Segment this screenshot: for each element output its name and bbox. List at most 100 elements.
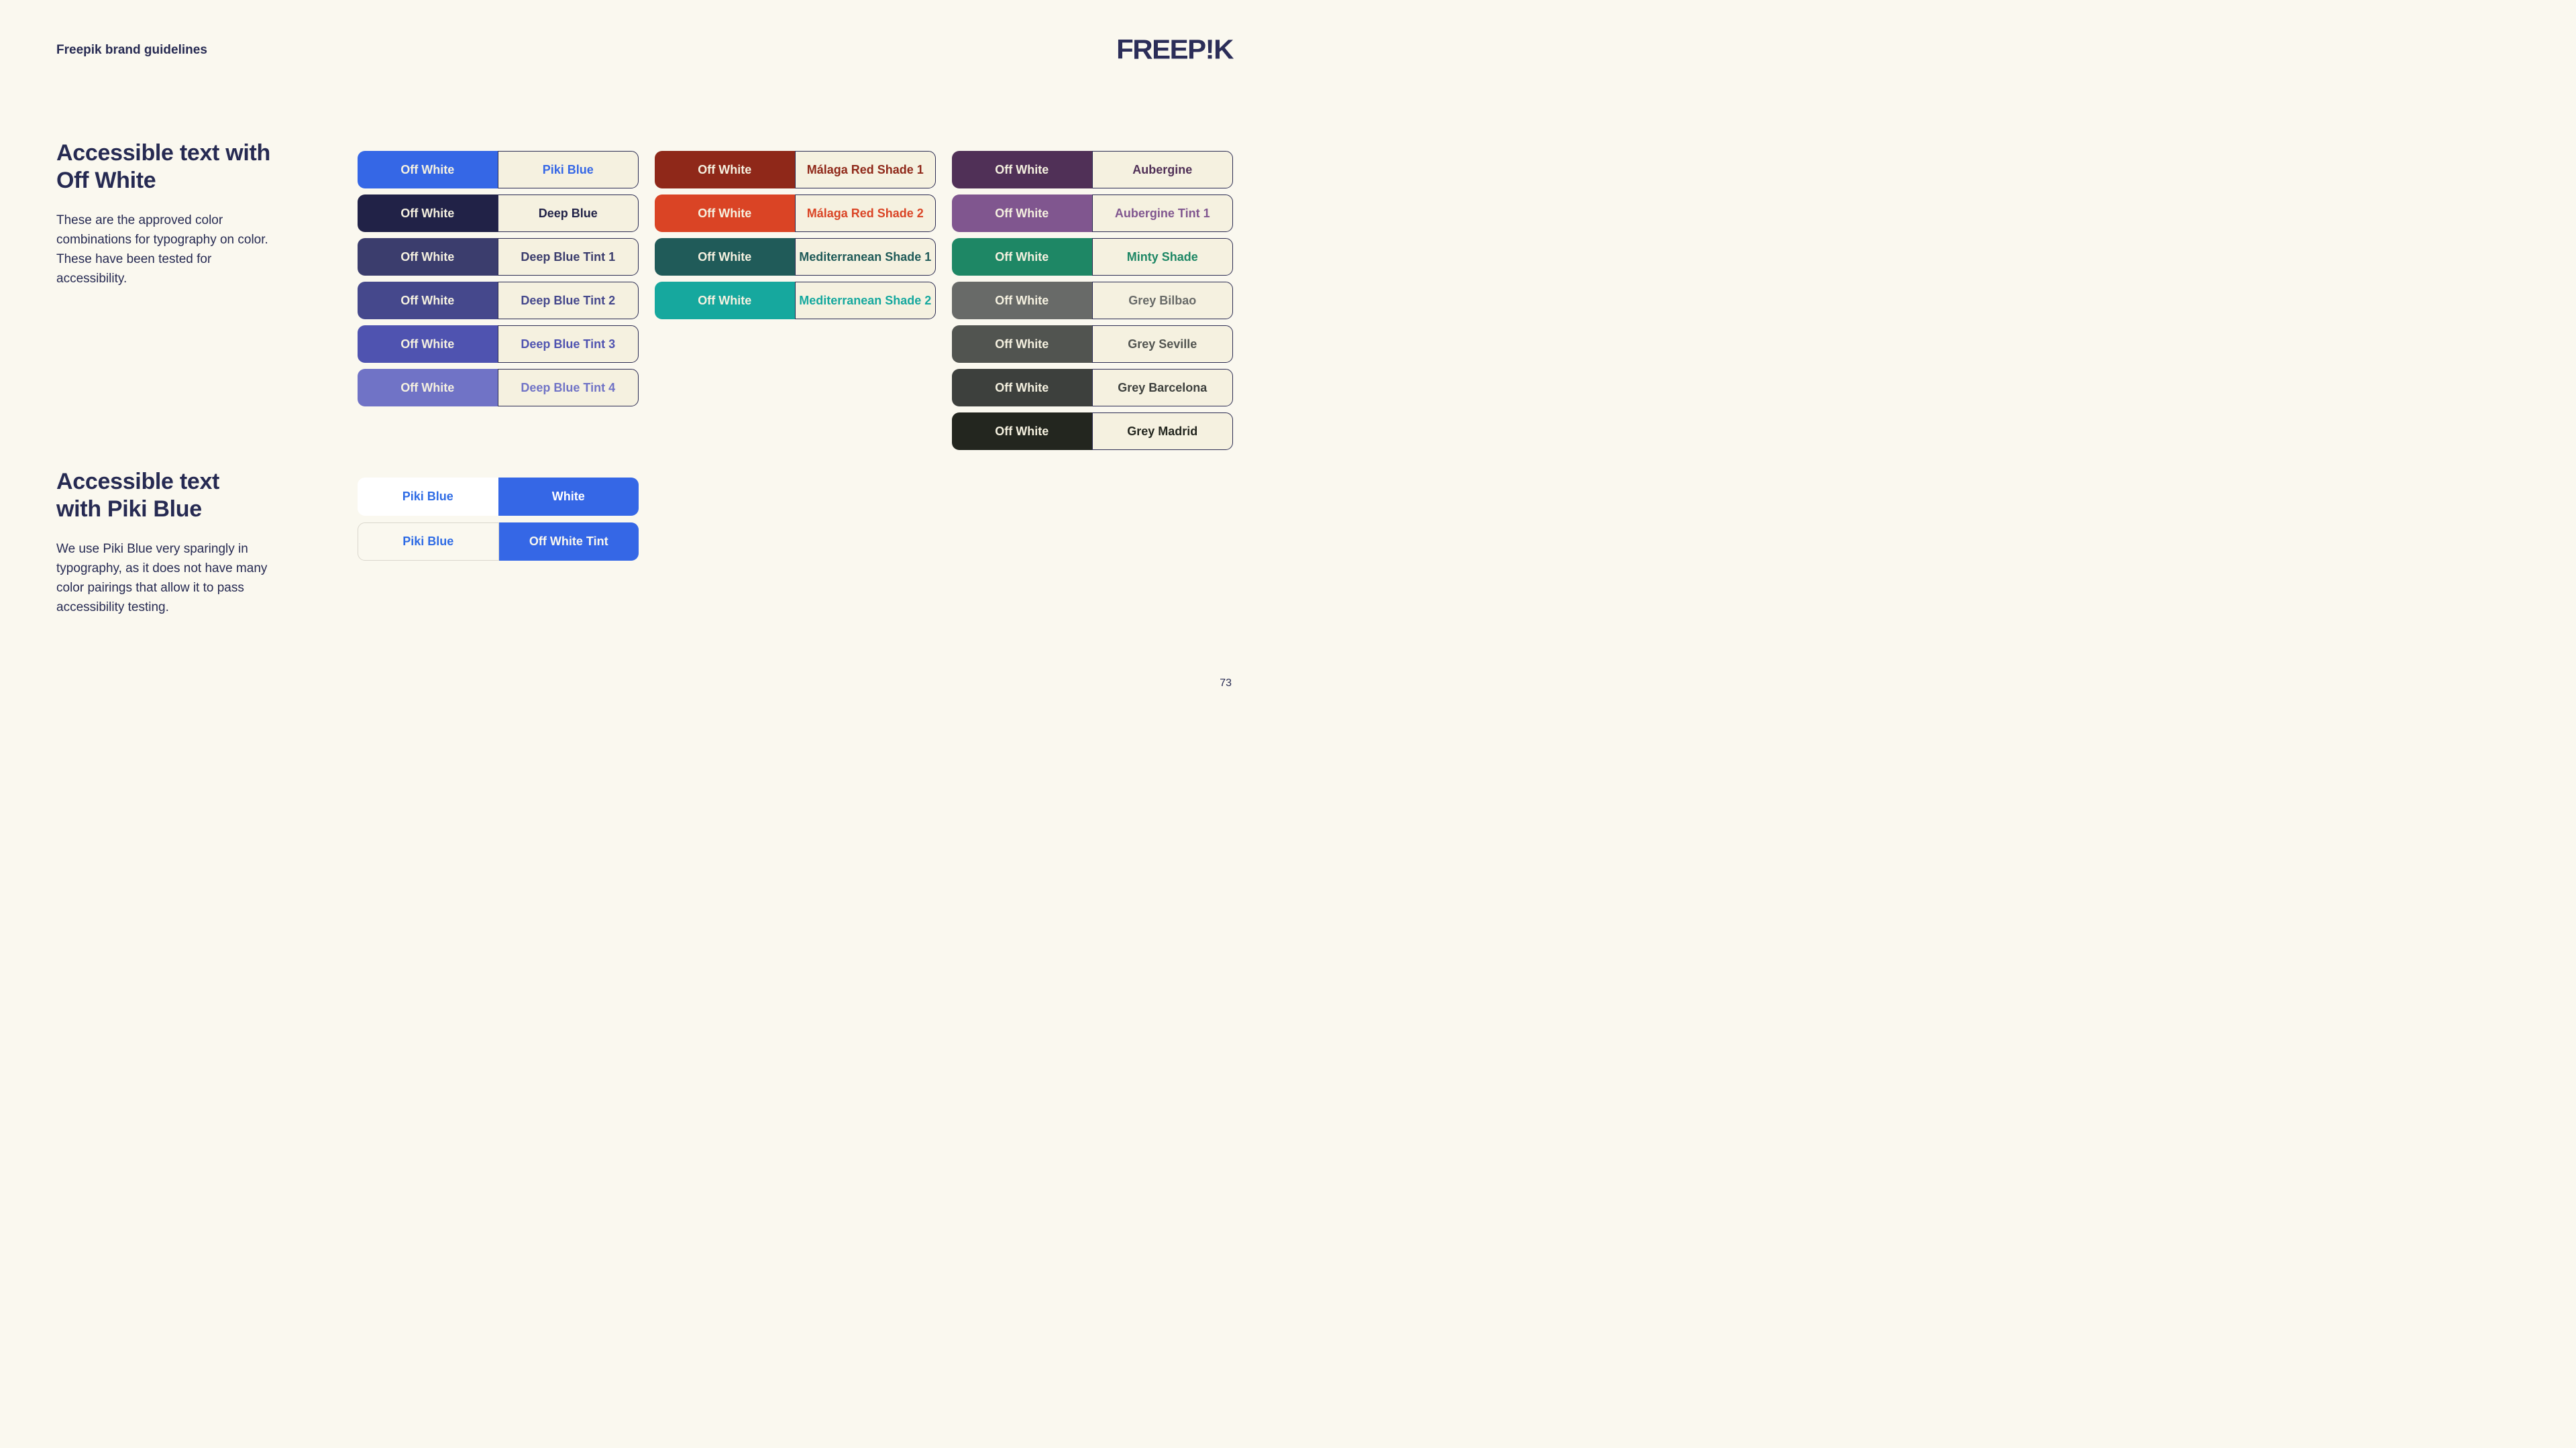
swatch-label: Off White (995, 162, 1049, 176)
section-off-white-text: Accessible text with Off White These are… (56, 140, 308, 288)
swatch-label: Aubergine Tint 1 (1114, 206, 1210, 220)
swatch-right-deep-blue: Deep Blue (497, 194, 639, 232)
swatch-label: Grey Bilbao (1128, 293, 1197, 307)
swatch-row-deep-blue-tint-1: Off White Deep Blue Tint 1 (358, 238, 639, 276)
swatch-left-deep-blue: Off White (358, 194, 498, 232)
swatch-label: Piki Blue (402, 490, 453, 503)
swatch-label: Off White (400, 249, 455, 264)
swatch-label: Off White (400, 206, 455, 220)
swatch-label: Off White (995, 380, 1049, 394)
swatch-left-mediterranean-shade-1: Off White (655, 238, 795, 276)
swatch-row-grey-seville: Off White Grey Seville (952, 325, 1233, 363)
swatch-label: Off White (400, 293, 455, 307)
swatch-label: Off White (995, 249, 1049, 264)
swatch-left-piki-blue: Off White (358, 151, 498, 188)
swatch-label: Off White (995, 206, 1049, 220)
swatch-label: Off White (400, 337, 455, 351)
swatch-row-piki-on-off-white-tint: Piki Blue Off White Tint (358, 522, 639, 561)
swatch-left-deep-blue-tint-1: Off White (358, 238, 498, 276)
swatch-right-grey-barcelona: Grey Barcelona (1091, 369, 1233, 406)
document-title: Freepik brand guidelines (56, 43, 207, 57)
swatch-label: Deep Blue Tint 2 (521, 293, 616, 307)
swatch-right-grey-seville: Grey Seville (1091, 325, 1233, 363)
swatch-row-deep-blue-tint-3: Off White Deep Blue Tint 3 (358, 325, 639, 363)
swatch-right-minty-shade: Minty Shade (1091, 238, 1233, 276)
swatch-row-mediterranean-shade-1: Off White Mediterranean Shade 1 (655, 238, 936, 276)
swatch-label: Off White (400, 380, 455, 394)
swatch-right-mediterranean-shade-1: Mediterranean Shade 1 (794, 238, 936, 276)
swatch-row-grey-madrid: Off White Grey Madrid (952, 412, 1233, 450)
swatch-row-grey-bilbao: Off White Grey Bilbao (952, 282, 1233, 319)
swatch-label: Mediterranean Shade 1 (799, 249, 932, 264)
swatch-row-aubergine: Off White Aubergine (952, 151, 1233, 188)
swatch-row-piki-blue: Off White Piki Blue (358, 151, 639, 188)
swatch-right-mediterranean-shade-2: Mediterranean Shade 2 (794, 282, 936, 319)
swatch-left-aubergine-tint-1: Off White (952, 194, 1092, 232)
swatch-label: Deep Blue Tint 3 (521, 337, 616, 351)
section-off-white-heading: Accessible text with Off White (56, 140, 271, 193)
swatch-label: White (551, 490, 585, 503)
swatch-right-aubergine: Aubergine (1091, 151, 1233, 188)
swatch-right-deep-blue-tint-2: Deep Blue Tint 2 (497, 282, 639, 319)
swatch-row-mediterranean-shade-2: Off White Mediterranean Shade 2 (655, 282, 936, 319)
swatch-left-malaga-red-shade-2: Off White (655, 194, 795, 232)
section-piki-blue-text: Accessible text with Piki Blue We use Pi… (56, 468, 308, 617)
swatch-label: Minty Shade (1126, 249, 1198, 264)
swatch-left-malaga-red-shade-1: Off White (655, 151, 795, 188)
swatch-label: Off White (995, 293, 1049, 307)
swatch-label: Deep Blue Tint 1 (521, 249, 616, 264)
swatch-label: Piki Blue (542, 162, 594, 176)
swatch-label: Grey Barcelona (1118, 380, 1208, 394)
swatch-label: Aubergine (1132, 162, 1193, 176)
swatch-label: Off White (698, 206, 752, 220)
swatch-left-piki-on-off-white-tint: Piki Blue (358, 522, 499, 561)
swatch-right-malaga-red-shade-1: Málaga Red Shade 1 (794, 151, 936, 188)
swatch-label: Off White (400, 162, 455, 176)
swatch-right-grey-madrid: Grey Madrid (1091, 412, 1233, 450)
freepik-logo: FREEP!K (1116, 34, 1234, 65)
swatch-label: Off White (698, 162, 752, 176)
section-piki-blue-description: We use Piki Blue very sparingly in typog… (56, 542, 268, 614)
swatch-left-deep-blue-tint-4: Off White (358, 369, 498, 406)
page-number: 73 (1220, 677, 1232, 689)
swatch-right-deep-blue-tint-4: Deep Blue Tint 4 (497, 369, 639, 406)
swatch-label: Off White (698, 249, 752, 264)
swatch-right-malaga-red-shade-2: Málaga Red Shade 2 (794, 194, 936, 232)
swatch-left-grey-barcelona: Off White (952, 369, 1092, 406)
swatch-row-deep-blue: Off White Deep Blue (358, 194, 639, 232)
section-piki-blue-heading: Accessible text with Piki Blue (56, 469, 220, 522)
swatch-label: Off White (995, 337, 1049, 351)
swatch-label: Málaga Red Shade 2 (806, 206, 924, 220)
swatch-right-deep-blue-tint-3: Deep Blue Tint 3 (497, 325, 639, 363)
swatch-row-grey-barcelona: Off White Grey Barcelona (952, 369, 1233, 406)
swatch-right-piki-on-white: White (498, 478, 639, 516)
swatch-label: Málaga Red Shade 1 (806, 162, 924, 176)
swatch-right-piki-blue: Piki Blue (497, 151, 639, 188)
swatch-left-piki-on-white: Piki Blue (358, 478, 498, 516)
swatch-label: Piki Blue (402, 535, 454, 548)
swatch-left-mediterranean-shade-2: Off White (655, 282, 795, 319)
swatch-label: Off White (995, 424, 1049, 438)
swatch-right-deep-blue-tint-1: Deep Blue Tint 1 (497, 238, 639, 276)
swatch-label: Off White (698, 293, 752, 307)
swatch-label: Deep Blue Tint 4 (521, 380, 616, 394)
swatch-left-deep-blue-tint-3: Off White (358, 325, 498, 363)
swatch-label: Grey Seville (1128, 337, 1197, 351)
swatch-row-minty-shade: Off White Minty Shade (952, 238, 1233, 276)
swatch-row-piki-on-white: Piki Blue White (358, 478, 639, 516)
swatch-row-malaga-red-shade-2: Off White Málaga Red Shade 2 (655, 194, 936, 232)
swatch-left-grey-seville: Off White (952, 325, 1092, 363)
brand-guidelines-page: Freepik brand guidelines FREEP!K Accessi… (0, 0, 1288, 724)
swatch-label: Mediterranean Shade 2 (799, 293, 932, 307)
swatch-label: Off White Tint (529, 535, 608, 548)
swatch-row-deep-blue-tint-4: Off White Deep Blue Tint 4 (358, 369, 639, 406)
swatch-row-malaga-red-shade-1: Off White Málaga Red Shade 1 (655, 151, 936, 188)
section-off-white-description: These are the approved color combination… (56, 213, 268, 286)
swatch-left-aubergine: Off White (952, 151, 1092, 188)
